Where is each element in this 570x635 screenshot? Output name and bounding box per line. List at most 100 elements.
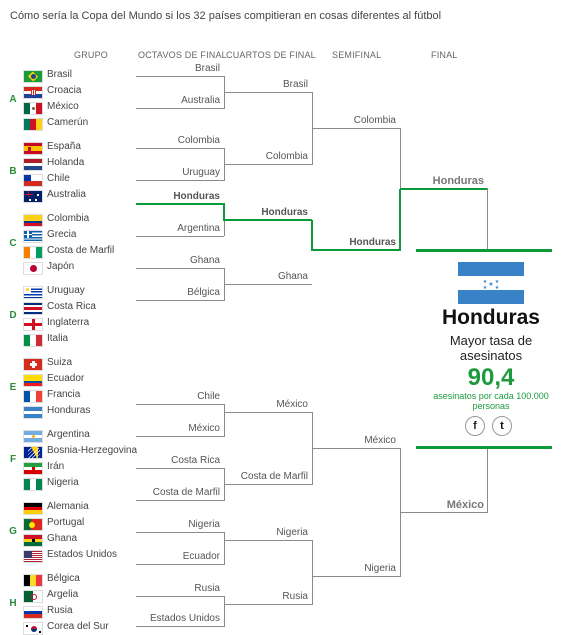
costa-rica-flag-icon bbox=[23, 302, 43, 315]
team-name: Inglaterra bbox=[47, 317, 90, 328]
facebook-share-icon[interactable]: f bbox=[465, 416, 485, 436]
cuartos-team: Costa de Marfil bbox=[240, 471, 308, 482]
bracket-line bbox=[136, 268, 224, 269]
team-name: Suiza bbox=[47, 357, 73, 368]
svg-text:★: ★ bbox=[483, 285, 488, 290]
team-name: Bélgica bbox=[47, 573, 80, 584]
bracket-line bbox=[224, 540, 312, 541]
bracket-line-highlight bbox=[136, 203, 224, 205]
semifinal-team: Honduras bbox=[349, 237, 396, 248]
winner-name: Honduras bbox=[441, 306, 540, 329]
bracket-line bbox=[136, 564, 224, 565]
octavos-team: Ecuador bbox=[182, 551, 220, 562]
colombia-flag-icon bbox=[23, 214, 43, 227]
team-name: Colombia bbox=[47, 213, 90, 224]
group-letter: G bbox=[9, 526, 17, 537]
cameroon-flag-icon bbox=[23, 118, 43, 131]
octavos-team: Brasil bbox=[194, 63, 220, 74]
cuartos-team: Honduras bbox=[261, 207, 308, 218]
team-name: Japón bbox=[47, 261, 75, 272]
group-letter: E bbox=[9, 382, 17, 393]
octavos-team: Colombia bbox=[177, 135, 220, 146]
bracket-line bbox=[224, 604, 312, 605]
brazil-flag-icon bbox=[23, 70, 43, 83]
bracket-line bbox=[400, 512, 488, 513]
germany-flag-icon bbox=[23, 502, 43, 515]
bracket-line bbox=[224, 532, 225, 565]
australia-flag-icon bbox=[23, 190, 43, 203]
england-flag-icon bbox=[23, 318, 43, 331]
bracket-line bbox=[224, 284, 312, 285]
russia-flag-icon bbox=[23, 606, 43, 619]
octavos-team: Costa Rica bbox=[171, 455, 220, 466]
bracket-line bbox=[136, 404, 224, 405]
semifinal-team: Nigeria bbox=[364, 563, 396, 574]
honduras-flag-icon bbox=[23, 406, 43, 419]
team-name: Uruguay bbox=[47, 285, 85, 296]
bracket-line bbox=[312, 576, 400, 577]
team-name: Chile bbox=[47, 173, 70, 184]
bracket-line-highlight bbox=[311, 220, 313, 251]
bracket-line bbox=[136, 76, 224, 77]
team-name: Costa Rica bbox=[47, 301, 96, 312]
header-final: FINAL bbox=[431, 50, 458, 60]
bracket-line-highlight bbox=[223, 203, 225, 221]
usa-flag-icon bbox=[23, 550, 43, 563]
octavos-team: Estados Unidos bbox=[149, 613, 220, 624]
twitter-share-icon[interactable]: t bbox=[492, 416, 512, 436]
team-name: Holanda bbox=[47, 157, 85, 168]
team-name: Honduras bbox=[47, 405, 91, 416]
bracket-line bbox=[136, 500, 224, 501]
team-name: Argentina bbox=[47, 429, 90, 440]
bracket-line bbox=[136, 436, 224, 437]
bracket-line bbox=[136, 468, 224, 469]
nigeria-flag-icon bbox=[23, 478, 43, 491]
greece-flag-icon bbox=[23, 230, 43, 243]
team-name: España bbox=[47, 141, 81, 152]
svg-text:★: ★ bbox=[488, 281, 493, 288]
team-name: Grecia bbox=[47, 229, 77, 240]
team-name: Ghana bbox=[47, 533, 78, 544]
header-grupo: GRUPO bbox=[74, 50, 109, 60]
octavos-team: Ghana bbox=[189, 255, 220, 266]
octavos-team: México bbox=[188, 423, 220, 434]
octavos-team: Rusia bbox=[194, 583, 220, 594]
semifinal-team: Colombia bbox=[353, 115, 396, 126]
bracket-line bbox=[136, 596, 224, 597]
bracket-line bbox=[224, 92, 312, 93]
octavos-team: Australia bbox=[181, 95, 220, 106]
bracket-line bbox=[136, 148, 224, 149]
team-name: Camerún bbox=[47, 117, 89, 128]
bracket-line bbox=[136, 532, 224, 533]
group-letter: A bbox=[9, 94, 17, 105]
team-name: Alemania bbox=[47, 501, 89, 512]
iran-flag-icon bbox=[23, 462, 43, 475]
team-name: Nigeria bbox=[47, 477, 79, 488]
group-letter: H bbox=[9, 598, 17, 609]
winner-unit: asesinatos por cada 100.000 personas bbox=[433, 391, 549, 411]
japan-flag-icon bbox=[23, 262, 43, 275]
cuartos-team: Ghana bbox=[277, 271, 308, 282]
bracket-line bbox=[312, 128, 400, 129]
team-name: Bosnia-Herzegovina bbox=[47, 445, 138, 456]
italy-flag-icon bbox=[23, 334, 43, 347]
ivory-coast-flag-icon bbox=[23, 246, 43, 259]
bracket-line bbox=[224, 484, 312, 485]
final-team: México bbox=[446, 499, 484, 511]
header-cuartos: CUARTOS DE FINAL bbox=[226, 50, 316, 60]
champion-bar-bottom bbox=[416, 446, 552, 449]
bracket-line bbox=[224, 412, 312, 413]
bosnia-flag-icon bbox=[23, 446, 43, 459]
ecuador-flag-icon bbox=[23, 374, 43, 387]
octavos-team: Argentina bbox=[177, 223, 220, 234]
octavos-team: Costa de Marfil bbox=[152, 487, 220, 498]
team-name: Italia bbox=[47, 333, 69, 344]
svg-text:★: ★ bbox=[495, 279, 500, 285]
group-letter: F bbox=[9, 454, 17, 465]
bracket-line-highlight bbox=[224, 219, 312, 221]
ghana-flag-icon bbox=[23, 534, 43, 547]
team-name: Brasil bbox=[47, 69, 73, 80]
south-korea-flag-icon bbox=[23, 622, 43, 635]
chile-flag-icon bbox=[23, 174, 43, 187]
team-name: Argelia bbox=[47, 589, 79, 600]
